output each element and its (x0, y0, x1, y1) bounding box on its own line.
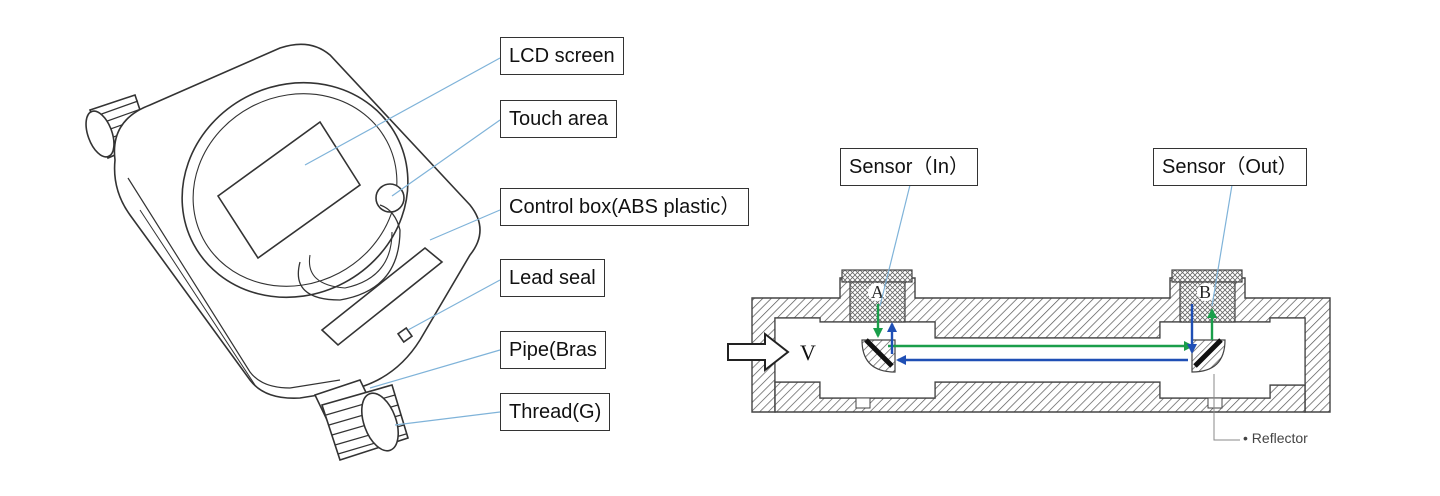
water-meter-drawing (85, 43, 481, 462)
bottom-thread-fitting (313, 379, 409, 462)
reflector-label: • Reflector (1243, 430, 1308, 446)
sensor-a-housing (841, 269, 913, 323)
lcd-window (216, 120, 362, 260)
notch-left (855, 397, 871, 409)
port-a-label: A (871, 282, 884, 302)
notch-right (1207, 397, 1223, 409)
flow-tube-diagram: A B V (727, 184, 1331, 441)
sensor-b-housing (1171, 269, 1243, 323)
flow-velocity-label: V (800, 340, 816, 365)
meter-leader-lines (304, 57, 501, 426)
port-b-label: B (1199, 282, 1211, 302)
flow-arrow-icon (727, 331, 790, 373)
callout-touch-area: Touch area (500, 100, 617, 138)
callout-sensor-out: Sensor（Out） (1153, 148, 1307, 186)
callout-thread: Thread(G) (500, 393, 611, 431)
reflector-right (1193, 338, 1223, 368)
reflector-leader (1213, 374, 1240, 441)
callout-sensor-in: Sensor（In） (840, 148, 979, 186)
callout-lead-seal: Lead seal (500, 259, 605, 297)
meter-body (113, 43, 481, 399)
control-strip (320, 246, 444, 347)
callout-lcd-screen: LCD screen (500, 37, 624, 75)
lead-seal (396, 326, 414, 344)
signal-paths (873, 304, 1217, 365)
sensor-leader-lines (879, 184, 1233, 307)
reflector-left (864, 338, 894, 368)
touch-button (375, 183, 405, 213)
callout-pipe: Pipe(Bras (500, 331, 606, 369)
callout-control-box: Control box(ABS plastic） (500, 188, 750, 226)
